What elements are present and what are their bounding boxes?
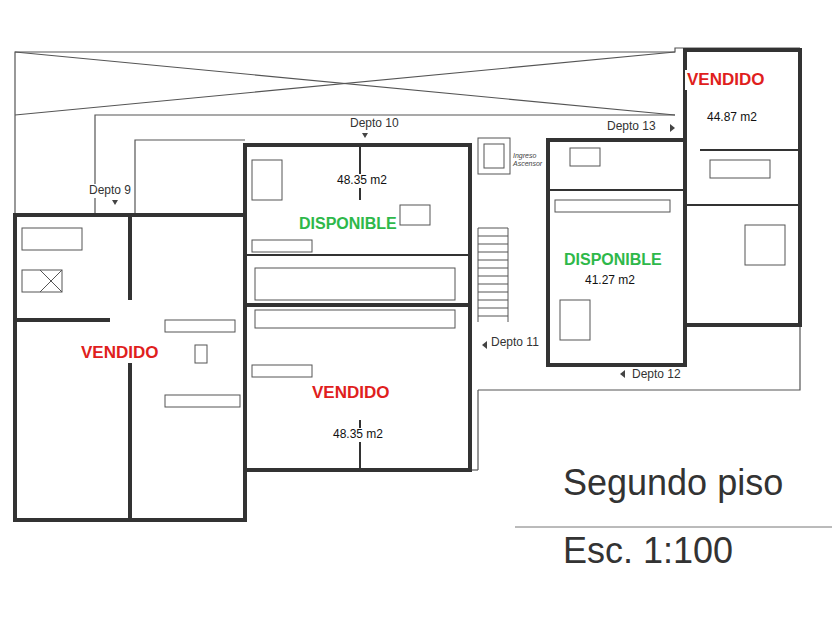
bed bbox=[745, 225, 785, 265]
entry-marker bbox=[112, 200, 118, 205]
elevator bbox=[484, 144, 504, 168]
fixtures bbox=[22, 138, 785, 407]
wall bbox=[700, 149, 800, 151]
apartment-unit: Depto 13VENDIDO44.87 m2 bbox=[685, 50, 800, 325]
area-label: 48.35 m2 bbox=[331, 428, 385, 442]
entry-marker bbox=[620, 370, 625, 378]
bath-counter bbox=[165, 395, 240, 407]
walls bbox=[15, 50, 800, 520]
lower-line bbox=[478, 325, 800, 390]
status-label: DISPONIBLE bbox=[562, 251, 664, 269]
void-cross bbox=[15, 52, 675, 115]
wall bbox=[685, 204, 800, 206]
wall bbox=[15, 215, 245, 520]
area-label: 41.27 m2 bbox=[583, 274, 637, 288]
bath-kitchen bbox=[255, 310, 455, 328]
closet bbox=[252, 240, 312, 252]
kitchen-counter bbox=[22, 228, 82, 250]
kitchen-counter bbox=[22, 270, 62, 292]
counter bbox=[555, 200, 670, 212]
entry-markers bbox=[112, 124, 675, 378]
status-label: VENDIDO bbox=[310, 383, 391, 403]
status-label: VENDIDO bbox=[685, 70, 766, 90]
apartment-unit: Depto 9VENDIDO bbox=[15, 215, 245, 520]
status-label: DISPONIBLE bbox=[297, 215, 399, 233]
stairs bbox=[478, 228, 508, 322]
wall bbox=[15, 318, 110, 322]
room-note: Ingreso Ascensor bbox=[513, 152, 547, 167]
area-label: 48.35 m2 bbox=[335, 174, 389, 188]
void-cross bbox=[15, 52, 675, 115]
apartment-unit: Depto 1048.35 m2DISPONIBLE bbox=[245, 145, 470, 305]
wall bbox=[359, 145, 361, 200]
title-rule bbox=[515, 527, 832, 528]
sink bbox=[40, 270, 62, 292]
table bbox=[400, 205, 430, 225]
wall bbox=[128, 215, 132, 300]
unit-name: Depto 10 bbox=[348, 117, 401, 131]
sink bbox=[40, 270, 62, 292]
bath-kitchen bbox=[255, 268, 455, 300]
outer-line bbox=[15, 48, 800, 215]
bed bbox=[252, 160, 282, 200]
wall bbox=[245, 145, 470, 470]
terrace-outline bbox=[15, 48, 800, 470]
unit-name: Depto 9 bbox=[87, 184, 133, 198]
wall bbox=[685, 50, 800, 325]
wall bbox=[548, 189, 685, 191]
wall bbox=[245, 254, 470, 256]
wall bbox=[548, 140, 685, 365]
area-label: 44.87 m2 bbox=[705, 111, 759, 125]
apartment-unit: Depto 11VENDIDO48.35 m2 bbox=[245, 305, 470, 470]
scale-caption: Esc. 1:100 bbox=[563, 530, 733, 572]
entry-marker bbox=[670, 124, 675, 132]
bed bbox=[560, 300, 590, 340]
elevator bbox=[478, 138, 510, 174]
apartment-unit: Depto 12DISPONIBLE41.27 m2 bbox=[548, 140, 685, 365]
bath bbox=[710, 160, 770, 178]
lower-line bbox=[477, 390, 478, 470]
inner-line bbox=[95, 115, 675, 215]
wall bbox=[245, 303, 470, 307]
unit-name: Depto 11 bbox=[489, 336, 541, 350]
toilet bbox=[195, 345, 207, 363]
closet bbox=[252, 365, 312, 377]
entry-marker bbox=[482, 341, 487, 349]
unit-name: Depto 13 bbox=[605, 120, 658, 134]
entry-marker bbox=[362, 133, 368, 138]
plan-title: Segundo piso bbox=[563, 462, 783, 504]
closet bbox=[165, 320, 235, 332]
status-label: VENDIDO bbox=[79, 343, 160, 363]
unit-name: Depto 12 bbox=[630, 368, 683, 382]
wall bbox=[128, 360, 132, 520]
inner-line bbox=[135, 140, 245, 215]
toilet bbox=[570, 148, 600, 166]
